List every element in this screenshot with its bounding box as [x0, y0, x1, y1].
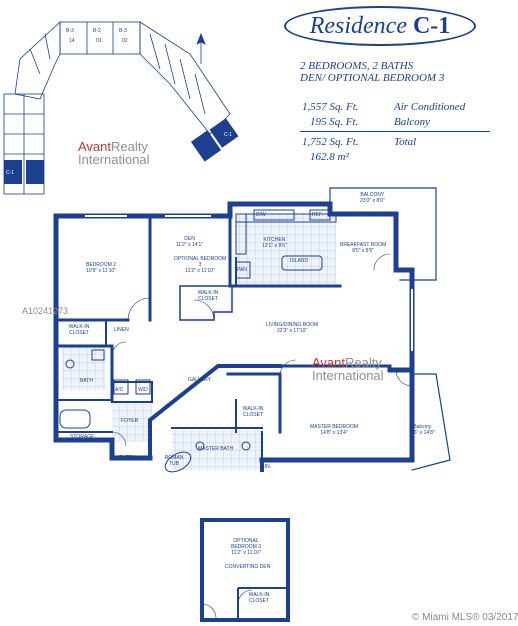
- label-wd: W/D: [138, 387, 148, 393]
- stats-divider: [300, 131, 490, 132]
- subtitle-line2: DEN/ OPTIONAL BEDROOM 3: [300, 72, 445, 84]
- subtitle-line1: 2 BEDROOMS, 2 BATHS: [300, 60, 414, 72]
- label-foyer: FOYER: [121, 418, 139, 424]
- keyplan-label: 02: [122, 38, 128, 44]
- label-lin: LIN.: [262, 464, 272, 470]
- label-roman-tub: ROMAN TUB: [164, 455, 184, 467]
- label-entry: ENTRY: [119, 455, 136, 461]
- key-plan: [3, 21, 239, 195]
- inset-plan: [200, 518, 290, 622]
- stat-balcony-value: 195 Sq. Ft.: [310, 116, 359, 128]
- stat-balcony-label: Balcony: [394, 116, 431, 128]
- keyplan-label: 01: [96, 38, 102, 44]
- label-walkin-bed2: WALK-IN CLOSET: [68, 324, 90, 336]
- keyplan-label: 14: [69, 38, 75, 44]
- label-ref: REF.: [312, 212, 323, 218]
- stat-ac-value: 1,557 Sq. Ft.: [302, 101, 359, 113]
- label-dw: D/W: [256, 212, 266, 218]
- label-walkin-den: WALK-IN CLOSET: [197, 290, 219, 302]
- keyplan-label: B-3: [119, 28, 127, 34]
- keyplan-label: B-2: [93, 28, 101, 34]
- stat-total-value: 1,752 Sq. Ft.: [302, 136, 359, 148]
- logo-center: AvantRealty International: [312, 355, 384, 383]
- keyplan-label: C-1: [6, 170, 15, 176]
- keyplan-label: C-1: [224, 132, 233, 138]
- label-island: ISLAND: [290, 258, 309, 264]
- label-ac: A/C: [115, 387, 124, 393]
- inset-note: CONVERTING DEN: [225, 564, 271, 570]
- label-gallery: GALLERY: [188, 377, 211, 383]
- mls-footer: © Miami MLS® 03/2017: [412, 612, 518, 623]
- page-title: Residence C-1: [309, 12, 451, 39]
- label-walkin-master: WALK-IN CLOSET: [242, 406, 264, 418]
- logo-top: AvantRealty International: [78, 139, 150, 167]
- keyplan-label: B-3: [66, 28, 74, 34]
- title-oval: Residence C-1: [284, 6, 476, 46]
- stat-metric-value: 162.8 m²: [310, 151, 349, 163]
- label-bath: BATH: [80, 378, 93, 384]
- label-linen: LINEN: [114, 327, 129, 333]
- inset-walkin: WALK-IN CLOSET: [248, 592, 270, 604]
- stat-ac-label: Air Conditioned: [394, 101, 466, 113]
- stat-total-label: Total: [394, 136, 417, 148]
- label-master-bath: MASTER BATH: [198, 446, 234, 452]
- floor-plan: [53, 187, 451, 473]
- label-pan: PAN: [237, 267, 247, 273]
- label-storage: STORAGE: [70, 434, 95, 440]
- listing-id: A10241273: [22, 306, 69, 316]
